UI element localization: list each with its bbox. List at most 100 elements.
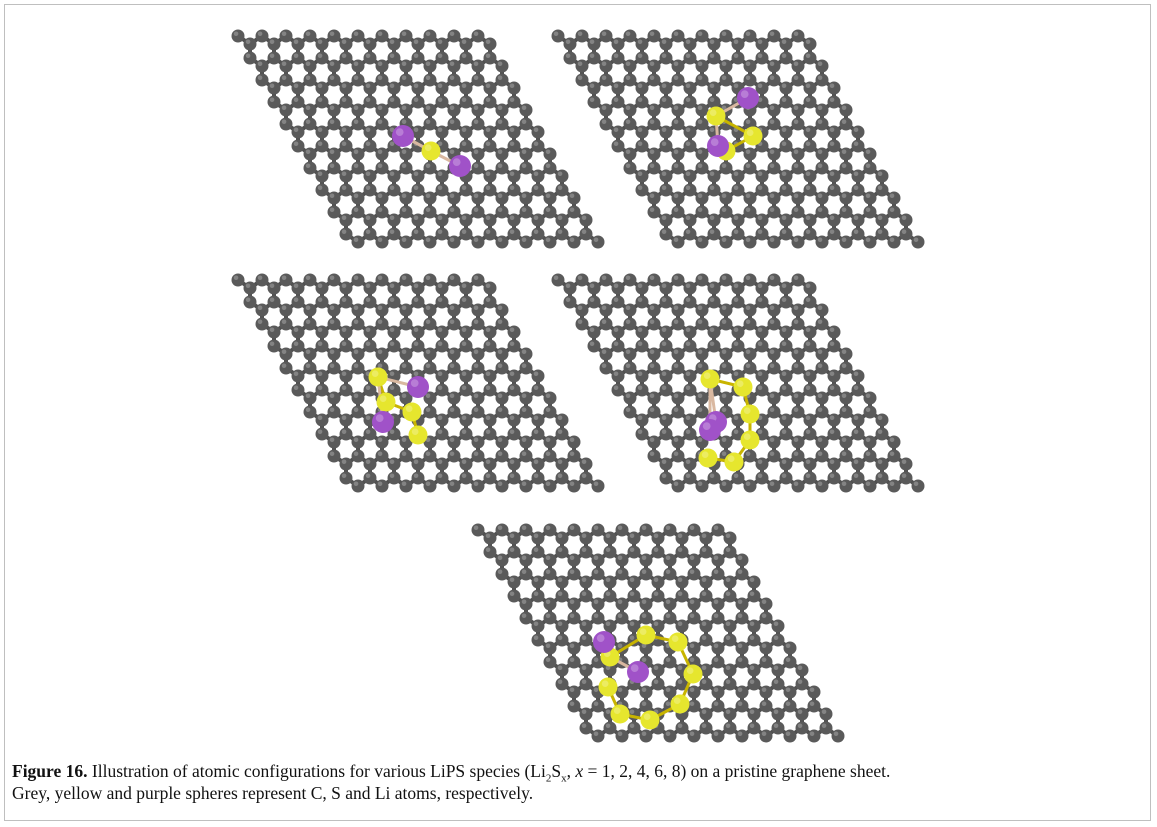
carbon-atom: [851, 413, 865, 427]
carbon-atom: [339, 125, 353, 139]
carbon-atom: [771, 677, 785, 691]
carbon-atom: [719, 273, 733, 287]
carbon-atom: [575, 73, 589, 87]
carbon-atom: [863, 449, 877, 463]
carbon-atom: [567, 523, 581, 537]
carbon-atom: [683, 471, 697, 485]
carbon-atom: [683, 227, 697, 241]
carbon-atom: [687, 523, 701, 537]
carbon-atom: [603, 575, 617, 589]
carbon-atom: [627, 575, 641, 589]
carbon-atom: [279, 303, 293, 317]
carbon-atom: [675, 575, 689, 589]
carbon-atom: [315, 369, 329, 383]
carbon-atom: [519, 347, 533, 361]
carbon-atom: [279, 29, 293, 43]
formula-sub-li: 2: [545, 772, 552, 785]
carbon-atom: [255, 273, 269, 287]
carbon-atom: [315, 81, 329, 95]
carbon-atom: [399, 479, 413, 493]
carbon-atom: [819, 707, 833, 721]
carbon-atom: [339, 457, 353, 471]
carbon-atom: [327, 29, 341, 43]
carbon-atom: [623, 147, 637, 161]
carbon-atom: [723, 677, 737, 691]
carbon-atom: [767, 59, 781, 73]
carbon-atom: [471, 405, 485, 419]
carbon-atom: [743, 347, 757, 361]
carbon-atom: [435, 95, 449, 109]
carbon-atom: [411, 37, 425, 51]
carbon-atom: [291, 295, 305, 309]
carbon-atom: [291, 281, 305, 295]
carbon-atom: [783, 641, 797, 655]
carbon-atom: [399, 205, 413, 219]
carbon-atom: [719, 303, 733, 317]
carbon-atom: [683, 457, 697, 471]
carbon-atom: [579, 471, 593, 485]
carbon-atom: [591, 729, 605, 743]
carbon-atom: [767, 479, 781, 493]
carbon-atom: [635, 125, 649, 139]
carbon-atom: [291, 81, 305, 95]
carbon-atom: [899, 471, 913, 485]
carbon-atom: [531, 457, 545, 471]
carbon-atom: [267, 81, 281, 95]
carbon-atom: [815, 347, 829, 361]
carbon-atom: [411, 295, 425, 309]
carbon-atom: [339, 37, 353, 51]
carbon-atom: [663, 567, 677, 581]
carbon-atom: [363, 81, 377, 95]
carbon-atom: [827, 413, 841, 427]
carbon-atom: [827, 369, 841, 383]
carbon-atom: [671, 191, 685, 205]
carbon-atom: [567, 205, 581, 219]
carbon-atom: [339, 427, 353, 441]
carbon-atom: [375, 191, 389, 205]
carbon-atom: [711, 641, 725, 655]
carbon-atom: [815, 391, 829, 405]
carbon-atom: [767, 317, 781, 331]
carbon-atom: [303, 147, 317, 161]
carbon-atom: [351, 479, 365, 493]
carbon-atom: [375, 161, 389, 175]
carbon-atom: [755, 383, 769, 397]
carbon-atom: [387, 457, 401, 471]
carbon-atom: [611, 281, 625, 295]
carbon-atom: [423, 273, 437, 287]
carbon-atom: [327, 361, 341, 375]
carbon-atom: [567, 699, 581, 713]
carbon-atom: [399, 435, 413, 449]
carbon-atom: [663, 655, 677, 669]
carbon-atom: [807, 699, 821, 713]
carbon-atom: [587, 81, 601, 95]
carbon-atom: [315, 139, 329, 153]
carbon-atom: [791, 117, 805, 131]
carbon-atom: [803, 95, 817, 109]
carbon-atom: [755, 37, 769, 51]
carbon-atom: [635, 339, 649, 353]
carbon-atom: [711, 685, 725, 699]
carbon-atom: [647, 449, 661, 463]
carbon-atom: [683, 295, 697, 309]
carbon-atom: [519, 147, 533, 161]
carbon-atom: [791, 147, 805, 161]
carbon-atom: [731, 471, 745, 485]
carbon-atom: [351, 235, 365, 249]
panel-li2s6: [538, 262, 958, 502]
carbon-atom: [687, 611, 701, 625]
carbon-atom: [519, 611, 533, 625]
carbon-atom: [471, 347, 485, 361]
carbon-atom: [551, 273, 565, 287]
carbon-atom: [399, 191, 413, 205]
carbon-atom: [771, 619, 785, 633]
carbon-atom: [851, 125, 865, 139]
carbon-atom: [767, 361, 781, 375]
carbon-atom: [459, 81, 473, 95]
carbon-atom: [531, 633, 545, 647]
carbon-atom: [447, 103, 461, 117]
carbon-atom: [719, 191, 733, 205]
carbon-atom: [339, 369, 353, 383]
carbon-atom: [815, 117, 829, 131]
carbon-atom: [627, 721, 641, 735]
